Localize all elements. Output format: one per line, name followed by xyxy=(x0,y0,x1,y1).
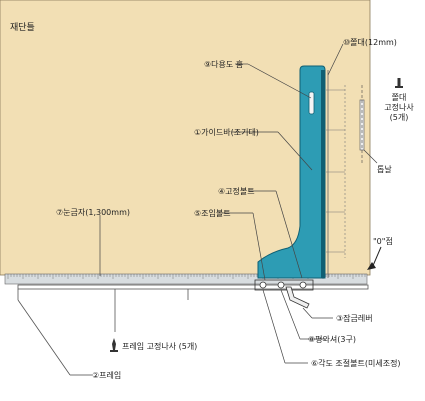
title: 재단틀 xyxy=(10,22,35,33)
ruler-strip xyxy=(4,273,368,285)
label-fixing-bolt: ④고정볼트 xyxy=(218,186,255,196)
label-zero-point: "0"점 xyxy=(373,236,393,246)
guide-bar-edge xyxy=(321,70,325,278)
guide-bar xyxy=(257,65,326,279)
label-ruler: ⑦눈금자(1,300mm) xyxy=(56,208,130,217)
bar-screw-marks xyxy=(326,85,346,258)
label-saw-blade: 톱날 xyxy=(377,164,392,174)
label-angle-bolt: ⑥각도 조절볼트(미세조정) xyxy=(311,358,401,368)
label-flat-washer: ⑧평와셔(3구) xyxy=(308,334,356,344)
adjust-bolt-head xyxy=(259,281,267,289)
washer-head xyxy=(277,281,285,289)
label-frame-screw: 프레임 고정나사 (5개) xyxy=(122,341,197,351)
label-bar-screw-2: 고정나사 xyxy=(384,102,414,112)
lock-bolt-head xyxy=(299,281,307,289)
screw-icon xyxy=(395,78,403,88)
label-guide-bar: ①가이드바(조기대) xyxy=(194,127,259,137)
label-lock-lever: ③잠금레버 xyxy=(336,313,373,323)
label-bar-screw-3: (5개) xyxy=(390,112,409,122)
zero-point-arrowhead xyxy=(367,262,376,270)
label-frame: ②프레임 xyxy=(92,371,121,380)
bolt-plate xyxy=(254,279,314,291)
label-adjust-bolt: ⑤조임볼트 xyxy=(194,208,231,218)
label-bar-12mm: ⑩쫄대(12mm) xyxy=(343,38,397,47)
multipurpose-groove xyxy=(308,91,315,115)
label-bar-screw-1: 쫄대 xyxy=(392,93,407,102)
label-multipurpose-groove: ⑨다용도 홈 xyxy=(204,59,243,69)
lock-lever xyxy=(285,286,310,309)
frame-bar xyxy=(17,284,369,290)
frame-outline xyxy=(17,289,189,376)
screw-icon xyxy=(110,338,118,352)
leader-lines xyxy=(70,43,378,376)
